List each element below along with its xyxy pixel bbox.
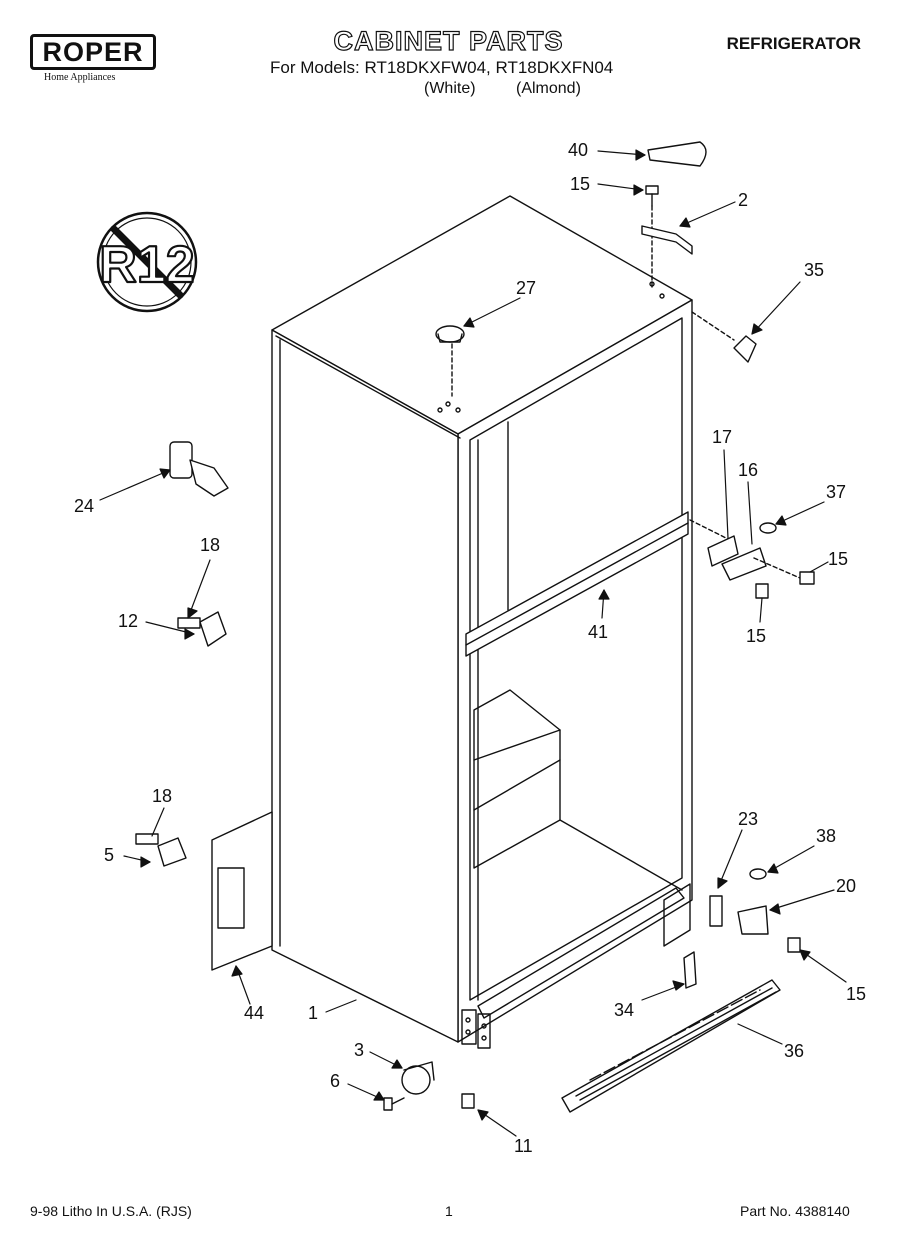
- callout-12: 12: [118, 611, 139, 631]
- r12-no-symbol-icon: R12: [96, 211, 198, 313]
- callout-15-center: 15: [746, 626, 767, 646]
- callout-35: 35: [804, 260, 825, 280]
- callout-18-upper: 18: [200, 535, 221, 555]
- callout-40: 40: [568, 140, 589, 160]
- part-12-hinge-left: [177, 611, 227, 647]
- brand-subtitle: Home Appliances: [44, 72, 116, 83]
- model-numbers: For Models: RT18DKXFW04, RT18DKXFN04: [270, 58, 614, 77]
- footer-litho: 9-98 Litho In U.S.A. (RJS): [30, 1203, 192, 1219]
- part-15-screw-bottom: [787, 937, 801, 953]
- part-2-top-hinge: [641, 225, 693, 255]
- footer-page-number: 1: [445, 1203, 453, 1219]
- callout-11: 11: [514, 1136, 533, 1156]
- callout-34: 34: [614, 1000, 635, 1020]
- part-38-washer: [749, 868, 767, 880]
- callout-16: 16: [738, 460, 759, 480]
- part-15-screw-top: [645, 185, 659, 207]
- part-24-door-stop: [169, 441, 229, 497]
- part-20-bottom-hinge: [737, 905, 769, 935]
- part-40-hinge-cover: [647, 141, 707, 167]
- callout-27: 27: [516, 278, 537, 298]
- callout-15-bottom: 15: [846, 984, 867, 1004]
- part-36-toe-grille: [561, 979, 781, 1113]
- r12-badge-text: R12: [99, 236, 194, 294]
- part-35-hinge-plug: [733, 335, 757, 363]
- callout-37: 37: [826, 482, 847, 502]
- part-5-hinge-bracket: [135, 833, 187, 867]
- callout-20: 20: [836, 876, 857, 896]
- part-44-side-bracket: [211, 811, 273, 971]
- color-almond: (Almond): [516, 80, 581, 97]
- part-23-bracket: [709, 895, 723, 927]
- part-6-screw: [383, 1097, 405, 1111]
- callout-36: 36: [784, 1041, 805, 1061]
- callout-3: 3: [354, 1040, 365, 1060]
- appliance-category: REFRIGERATOR: [726, 34, 861, 53]
- callout-38: 38: [816, 826, 837, 846]
- leader-lines: [99, 149, 847, 1137]
- callout-2: 2: [738, 190, 749, 210]
- callout-44: 44: [244, 1003, 265, 1023]
- callout-23: 23: [738, 809, 759, 829]
- callout-17: 17: [712, 427, 733, 447]
- callout-24: 24: [74, 496, 95, 516]
- callout-1: 1: [308, 1003, 319, 1023]
- part-27-plug: [435, 325, 465, 397]
- part-34-clip: [683, 951, 697, 989]
- refrigerator-cabinet: [271, 195, 693, 1049]
- part-11-screw: [461, 1093, 475, 1109]
- part-3-leveling-leg: [401, 1061, 435, 1095]
- callout-41: 41: [588, 622, 609, 642]
- part-16-center-hinge: [689, 519, 815, 599]
- callout-6: 6: [330, 1071, 341, 1091]
- page-title: CABINET PARTS: [333, 25, 564, 56]
- color-white: (White): [424, 80, 476, 97]
- brand-name: ROPER: [30, 34, 156, 70]
- callout-15-top: 15: [570, 174, 591, 194]
- callout-18-lower: 18: [152, 786, 173, 806]
- footer-part-number: Part No. 4388140: [740, 1203, 850, 1219]
- callout-5: 5: [104, 845, 115, 865]
- roper-logo: ROPER Home Appliances: [30, 34, 156, 83]
- callout-15-right: 15: [828, 549, 849, 569]
